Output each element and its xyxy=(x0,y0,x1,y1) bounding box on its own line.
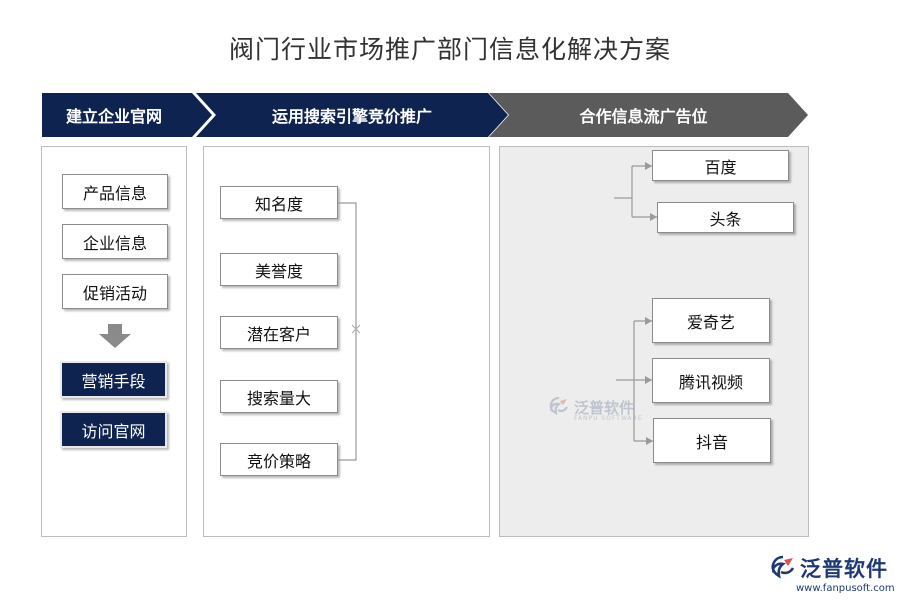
fanpu-logo-icon xyxy=(549,396,568,416)
arrow-down-icon xyxy=(99,324,131,348)
node-tencent-video: 腾讯视频 xyxy=(652,358,770,403)
node-potential-customers: 潜在客户 xyxy=(220,316,338,349)
node-bidding-strategy: 竞价策略 xyxy=(220,443,338,476)
node-awareness: 知名度 xyxy=(220,186,338,219)
node-toutiao: 头条 xyxy=(657,202,794,233)
node-company-info: 企业信息 xyxy=(62,224,168,259)
node-iqiyi: 爱奇艺 xyxy=(652,298,770,343)
node-reputation: 美誉度 xyxy=(220,253,338,286)
brand-url: www.fanpusoft.com xyxy=(796,583,895,594)
watermark-text: 泛普软件 xyxy=(574,398,635,417)
brand-name: 泛普软件 xyxy=(800,557,888,581)
node-promotion: 促销活动 xyxy=(62,274,168,309)
page-title: 阀门行业市场推广部门信息化解决方案 xyxy=(228,35,671,64)
node-search-volume: 搜索量大 xyxy=(220,380,338,413)
watermark: 泛普软件 FANPU SOFTWARE xyxy=(548,396,642,422)
node-baidu: 百度 xyxy=(652,150,789,181)
node-marketing-means: 营销手段 xyxy=(60,361,167,398)
banner-info-flow-ads: 合作信息流广告位 xyxy=(489,93,808,137)
banner-search-engine-bidding: 运用搜索引擎竞价推广 xyxy=(196,93,508,137)
node-douyin: 抖音 xyxy=(653,418,771,463)
fanpu-brand-icon xyxy=(771,555,795,579)
banner-build-website: 建立企业官网 xyxy=(42,93,212,137)
node-visit-website: 访问官网 xyxy=(60,411,167,448)
node-product-info: 产品信息 xyxy=(62,174,168,209)
brand-logo: 泛普软件 www.fanpusoft.com xyxy=(770,553,895,594)
watermark-subtext: FANPU SOFTWARE xyxy=(574,415,643,422)
